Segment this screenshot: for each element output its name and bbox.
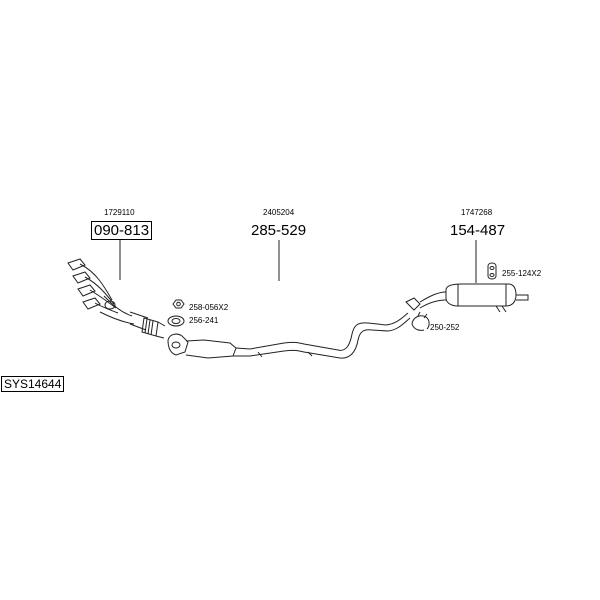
label-rubber-mount[interactable]: 255-124X2: [502, 269, 542, 278]
ref-manifold: 1729110: [104, 208, 135, 217]
ref-middle-pipe: 2405204: [263, 208, 295, 217]
gasket-drawing: [167, 315, 185, 327]
pipe-hanger-mark: [257, 351, 313, 358]
flex-joint-drawing: [141, 317, 166, 339]
rear-silencer-drawing: [405, 283, 529, 313]
nut-drawing: [172, 299, 185, 309]
rubber-mount-drawing: [487, 262, 497, 280]
label-gasket[interactable]: 256-241: [189, 316, 219, 325]
ref-rear-silencer: 1747268: [461, 208, 493, 217]
system-code: SYS14644: [1, 376, 65, 392]
part-middle-pipe[interactable]: 285-529: [251, 222, 307, 239]
label-nut[interactable]: 258-056X2: [189, 303, 229, 312]
label-clamp[interactable]: 250-252: [430, 323, 460, 332]
clamp-drawing: [411, 311, 430, 331]
part-manifold[interactable]: 090-813: [91, 221, 153, 240]
part-rear-silencer[interactable]: 154-487: [450, 222, 506, 239]
front-silencer-drawing: [167, 333, 251, 359]
middle-pipe-drawing: [249, 312, 409, 351]
middle-pipe-drawing-lower: [249, 317, 411, 359]
manifold-drawing: [67, 258, 149, 331]
